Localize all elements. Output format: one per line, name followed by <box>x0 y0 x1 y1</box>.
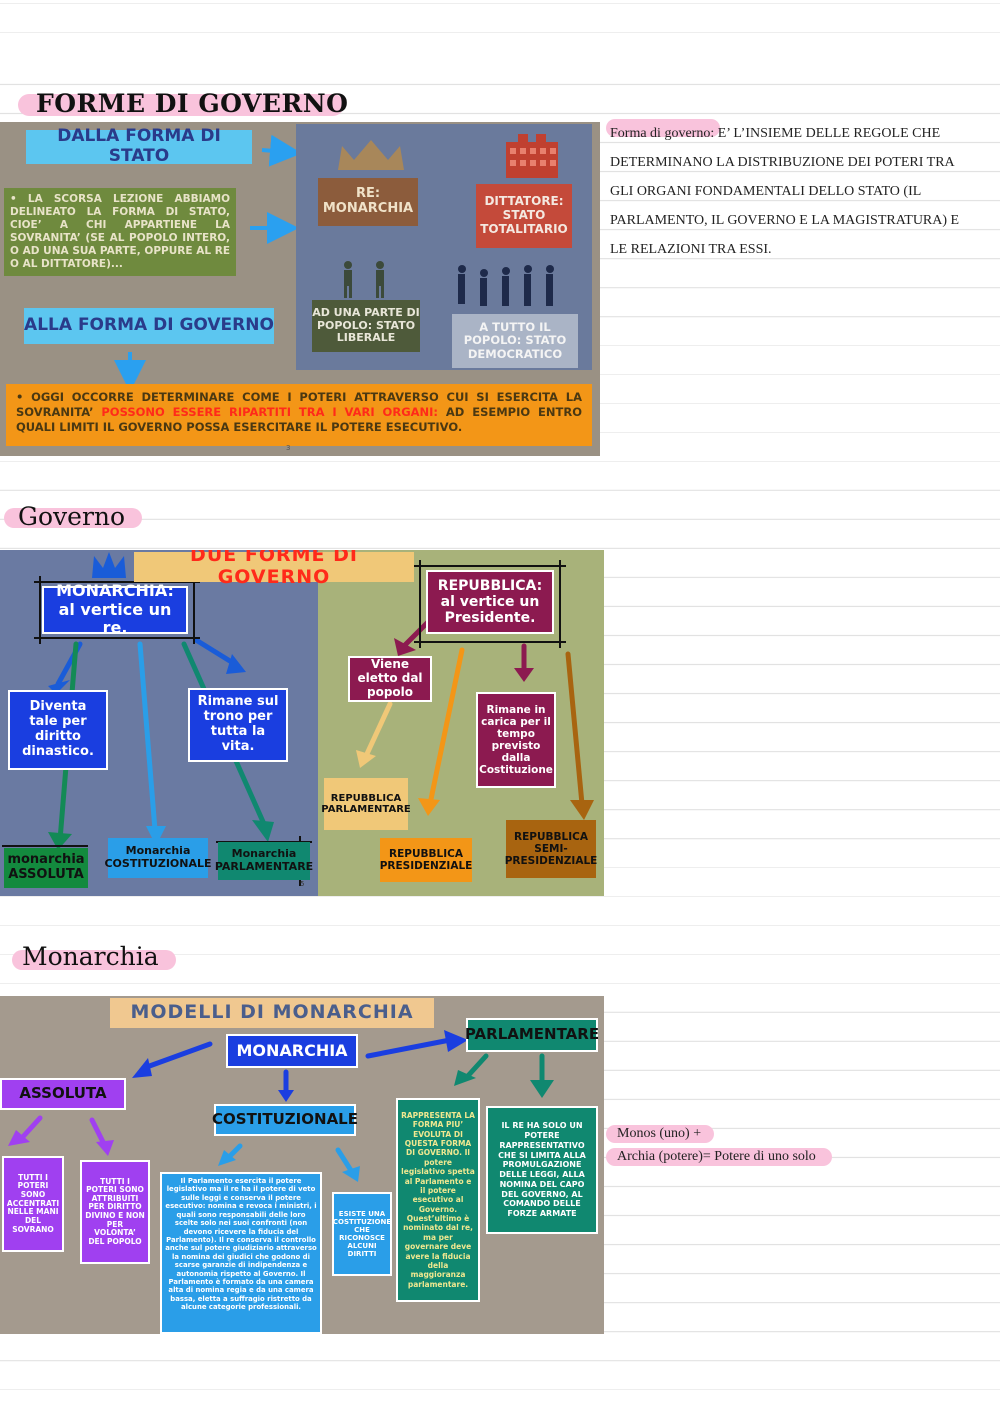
diventa-tale-box: Diventa tale per diritto dinastico. <box>8 690 108 770</box>
rimane-trono-box: Rimane sul trono per tutta la vita. <box>188 688 288 762</box>
page-heading-forme: FORME DI GOVERNO <box>36 89 349 118</box>
parlamentare-detail-2: IL RE HA SOLO UN POTERE RAPPRESENTATIVO … <box>486 1106 598 1234</box>
parte-popolo-box: AD UNA PARTE DI POPOLO: STATO LIBERALE <box>312 300 420 352</box>
page-heading-monarchia: Monarchia <box>22 942 159 971</box>
oggi-text-part1: • Oggi OCCORRE DETERMINARE COME I POTERI… <box>16 390 582 419</box>
dalla-forma-label: DALLA FORMA DI STATO <box>26 127 252 166</box>
slide-page-number: 5 <box>300 880 305 888</box>
definition-note: Forma di governo: E’ L’INSIEME DELLE REG… <box>610 119 990 264</box>
rimane-carica-box: Rimane in carica per il tempo previsto d… <box>476 692 556 788</box>
dittatore-box: DITTATORE: STATO TOTALITARIO <box>476 184 572 248</box>
slide3-title: MODELLI DI MONARCHIA <box>110 998 434 1028</box>
definition-term: Forma di governo: <box>610 126 715 141</box>
definition-line: DETERMINANO LA DISTRIBUZIONE DEI POTERI … <box>610 155 955 170</box>
slide-modelli-monarchia: MODELLI DI MONARCHIA MONARCHIA ASSOLUTA … <box>0 996 604 1334</box>
slide-forme-di-stato: DALLA FORMA DI STATO • La scorsa lezione… <box>0 122 600 456</box>
monarchia-definition-box: MONARCHIA: al vertice un re. <box>42 582 188 637</box>
monarchia-center-box: MONARCHIA <box>226 1034 358 1068</box>
parlamentare-box: PARLAMENTARE <box>465 1018 599 1052</box>
term-highlight <box>606 119 720 137</box>
monarchia-assoluta-box: monarchia ASSOLUTA <box>4 848 88 888</box>
re-monarchia-box: RE: MONARCHIA <box>318 178 418 226</box>
assoluta-detail-2: TUTTI I POTERI SONO ATTRIBUITI PER DIRIT… <box>80 1160 150 1264</box>
crowd-icon <box>452 264 562 308</box>
slide-page-number: 3 <box>286 444 291 452</box>
monarchia-parlamentare-box: Monarchia PARLAMENTARE <box>215 842 313 880</box>
definition-line: E’ L’INSIEME DELLE REGOLE CHE <box>717 126 941 141</box>
sovereignty-panel: RE: MONARCHIA DITTATORE: STATO TOTALITAR… <box>296 124 592 370</box>
eletto-popolo-box: Viene eletto dal popolo <box>348 656 432 702</box>
tutto-popolo-box: A TUTTO IL POPOLO: STATO DEMOCRATICO <box>452 314 578 368</box>
alla-forma-label: ALLA FORMA DI GOVERNO <box>24 308 274 344</box>
repubblica-semipresidenziale-box: REPUBBLICA SEMI-PRESIDENZIALE <box>505 820 597 878</box>
two-people-icon <box>336 260 396 300</box>
page-heading-governo: Governo <box>18 502 126 531</box>
repubblica-presidenziale-box: REPUBBLICA PRESIDENZIALE <box>380 838 472 882</box>
assoluta-box: ASSOLUTA <box>0 1078 126 1110</box>
definition-line: LE RELAZIONI TRA ESSI. <box>610 242 772 257</box>
slide1-arrows <box>114 134 302 392</box>
etymology-note-1: Monos (uno) + <box>617 1126 702 1141</box>
slide-due-forme: DUE FORME DI GOVERNO MONARCHIA: al verti… <box>0 550 604 896</box>
definition-line: GLI ORGANI FONDAMENTALI DELLO STATO (IL <box>610 184 922 199</box>
costituzionale-detail-1: Il Parlamento esercita il potere legisla… <box>160 1172 322 1334</box>
slide2-title: DUE FORME DI GOVERNO <box>134 550 414 588</box>
oggi-text-part2: AD ESEMPIO ENTRO QUALI LIMITI IL GOVERNO… <box>16 404 582 434</box>
heading-highlight <box>18 94 344 116</box>
oggi-text-box: • Oggi OCCORRE DETERMINARE COME I POTERI… <box>6 384 592 446</box>
etym-highlight <box>606 1148 832 1166</box>
definition-line: PARLAMENTO, IL GOVERNO E LA MAGISTRATURA… <box>610 213 960 228</box>
slide3-arrows <box>8 1030 554 1182</box>
repubblica-parlamentare-box: REPUBBLICA PARLAMENTARE <box>321 778 411 830</box>
costituzionale-box: COSTITUZIONALE <box>212 1104 358 1136</box>
intro-text-box: • La scorsa lezione abbiamo delineato LA… <box>4 188 236 276</box>
etymology-note-2: Archia (potere)= Potere di uno solo <box>617 1149 816 1164</box>
heading-highlight <box>12 950 176 970</box>
oggi-text-red: POSSONO ESSERE RIPARTITI TRA I VARI ORGA… <box>101 404 439 419</box>
assoluta-detail-1: TUTTI I POTERI SONO ACCENTRATI NELLE MAN… <box>2 1156 64 1252</box>
heading-highlight <box>4 508 142 528</box>
crown-icon <box>334 138 408 174</box>
building-icon <box>504 132 560 180</box>
parlamentare-detail-1: RAPPRESENTA LA FORMA PIU’ EVOLUTA DI QUE… <box>396 1098 480 1302</box>
costituzionale-detail-2: ESISTE UNA COSTITUZIONE CHE RICONOSCE AL… <box>332 1192 392 1276</box>
monarchia-costituzionale-box: Monarchia COSTITUZIONALE <box>104 838 212 878</box>
repubblica-definition-box: REPUBBLICA: al vertice un Presidente. <box>426 570 554 634</box>
crown-icon <box>92 552 126 578</box>
etym-highlight <box>606 1125 714 1143</box>
